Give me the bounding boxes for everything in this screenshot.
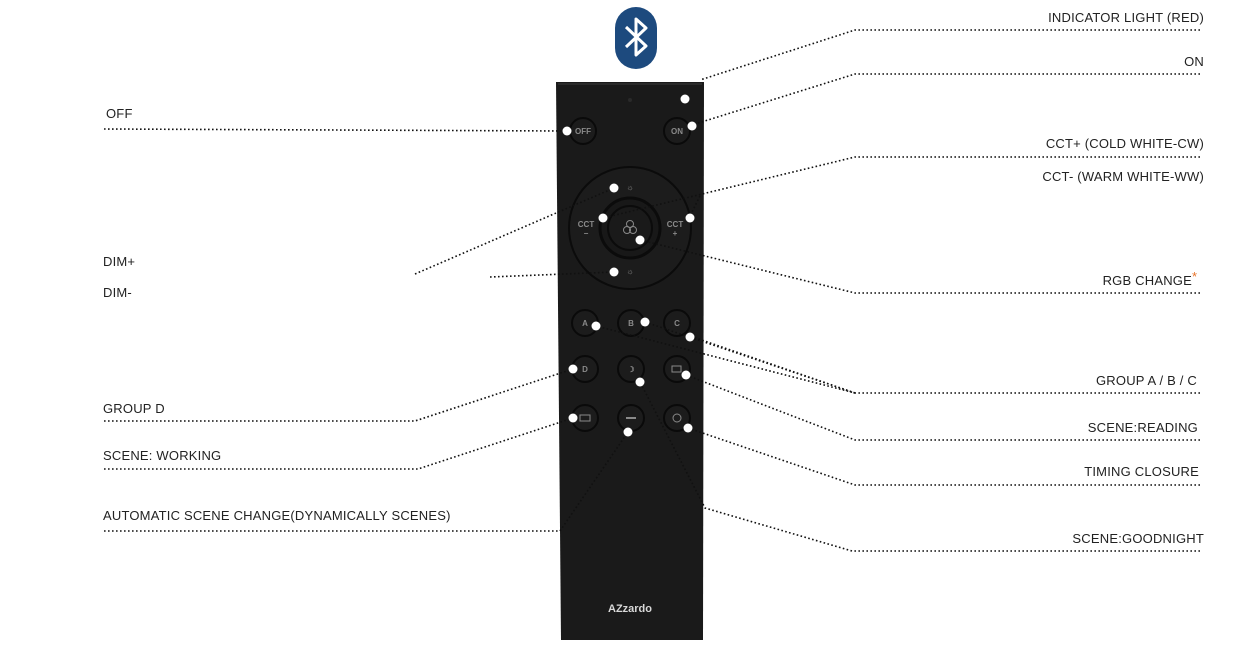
callout-lines [103,29,1200,552]
svg-text:D: D [582,365,588,374]
label-timing: TIMING CLOSURE [1084,464,1199,479]
rgb-asterisk: * [1192,269,1197,284]
svg-text:+: + [673,229,678,238]
goodnight-button[interactable]: ☽ [617,355,645,383]
rgb-button[interactable] [623,220,637,234]
group-c-button[interactable]: C [663,309,691,337]
svg-text:☼: ☼ [626,267,633,276]
label-group-d: GROUP D [103,401,165,416]
label-rgb: RGB CHANGE [1103,273,1193,288]
label-cct-plus: CCT+ (COLD WHITE-CW) [1046,136,1204,151]
auto-scene-button[interactable] [617,404,645,432]
label-group-abc: GROUP A / B / C [1096,373,1197,388]
label-dim-minus: DIM- [103,285,132,300]
bluetooth-icon [615,7,657,69]
label-on: ON [1184,54,1204,69]
label-off: OFF [106,106,133,121]
svg-text:☼: ☼ [626,183,633,192]
on-button[interactable]: ON [663,117,691,145]
svg-text:CCT: CCT [578,220,595,229]
label-indicator: INDICATOR LIGHT (RED) [1048,10,1204,25]
group-b-button[interactable]: B [617,309,645,337]
label-scene-working: SCENE: WORKING [103,448,221,463]
label-dim-plus: DIM+ [103,254,135,269]
label-goodnight: SCENE:GOODNIGHT [1072,531,1204,546]
timer-button[interactable] [663,404,691,432]
svg-text:A: A [582,319,588,328]
cct-minus-button[interactable]: CCT− [578,220,595,238]
svg-text:B: B [628,319,634,328]
label-cct-minus: CCT- (WARM WHITE-WW) [1042,169,1204,184]
label-auto-scene: AUTOMATIC SCENE CHANGE(DYNAMICALLY SCENE… [103,508,451,523]
cct-plus-button[interactable]: CCT+ [667,220,684,238]
svg-text:ON: ON [671,127,683,136]
remote-control: OFF ON ☼ ☼ CCT− CCT+ A B C D ☽ AZzardo [556,82,704,640]
svg-text:OFF: OFF [575,127,591,136]
brand-logo: AZzardo [608,603,652,615]
callout-dots [562,94,697,437]
svg-text:CCT: CCT [667,220,684,229]
dim-minus-button[interactable]: ☼ [626,267,633,276]
indicator-light [628,98,632,102]
label-scene-reading: SCENE:READING [1088,420,1198,435]
svg-text:−: − [584,229,589,238]
dim-plus-button[interactable]: ☼ [626,183,633,192]
svg-text:C: C [674,319,680,328]
off-button[interactable]: OFF [569,117,597,145]
svg-text:☽: ☽ [627,365,634,374]
